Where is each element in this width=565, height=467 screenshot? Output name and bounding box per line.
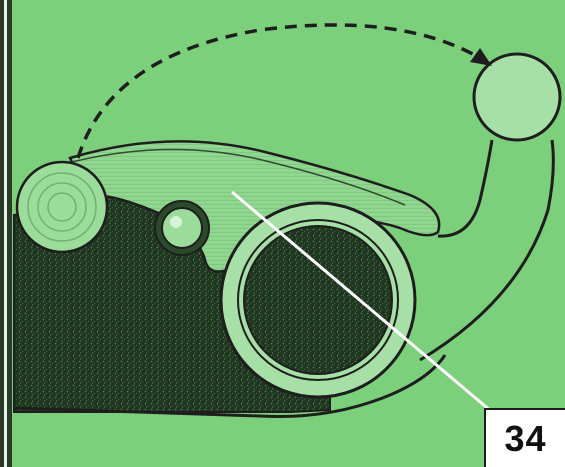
arrowhead xyxy=(470,48,492,66)
release-circle xyxy=(474,54,560,140)
dashed-motion-arrow xyxy=(78,25,480,158)
frame-edge-highlight xyxy=(4,0,7,467)
callout-box: 34 xyxy=(484,408,565,467)
rivet xyxy=(155,201,209,255)
strap-line xyxy=(438,140,492,236)
knurled-wheel xyxy=(17,162,107,252)
callout-number: 34 xyxy=(504,418,546,460)
eyelet-ring xyxy=(221,203,415,397)
